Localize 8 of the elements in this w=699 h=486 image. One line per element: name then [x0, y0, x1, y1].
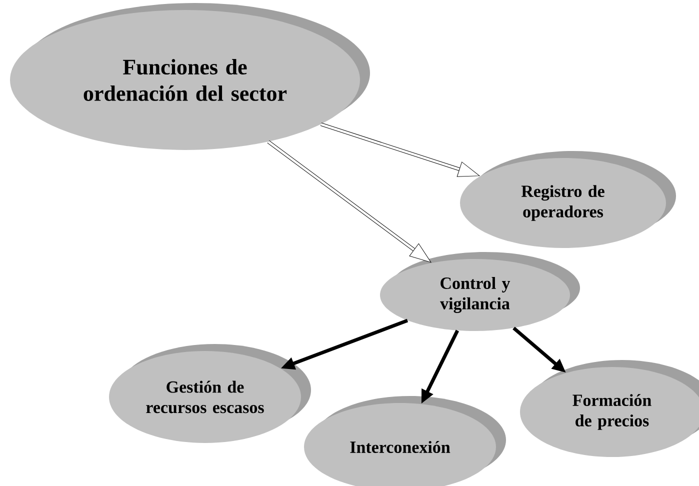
ellipse-node: Control y vigilancia — [380, 252, 580, 331]
ellipse-node: Gestión de recursos escasos — [109, 344, 311, 443]
ellipse-node: Interconexión — [304, 396, 506, 486]
hollow-arrow — [267, 140, 432, 263]
hollow-arrow — [320, 122, 480, 177]
ellipse-node: Formación de precios — [520, 360, 699, 457]
ellipse-node: Registro de operadores — [460, 151, 676, 248]
ellipse-node: Funciones de ordenación del sector — [10, 3, 370, 150]
